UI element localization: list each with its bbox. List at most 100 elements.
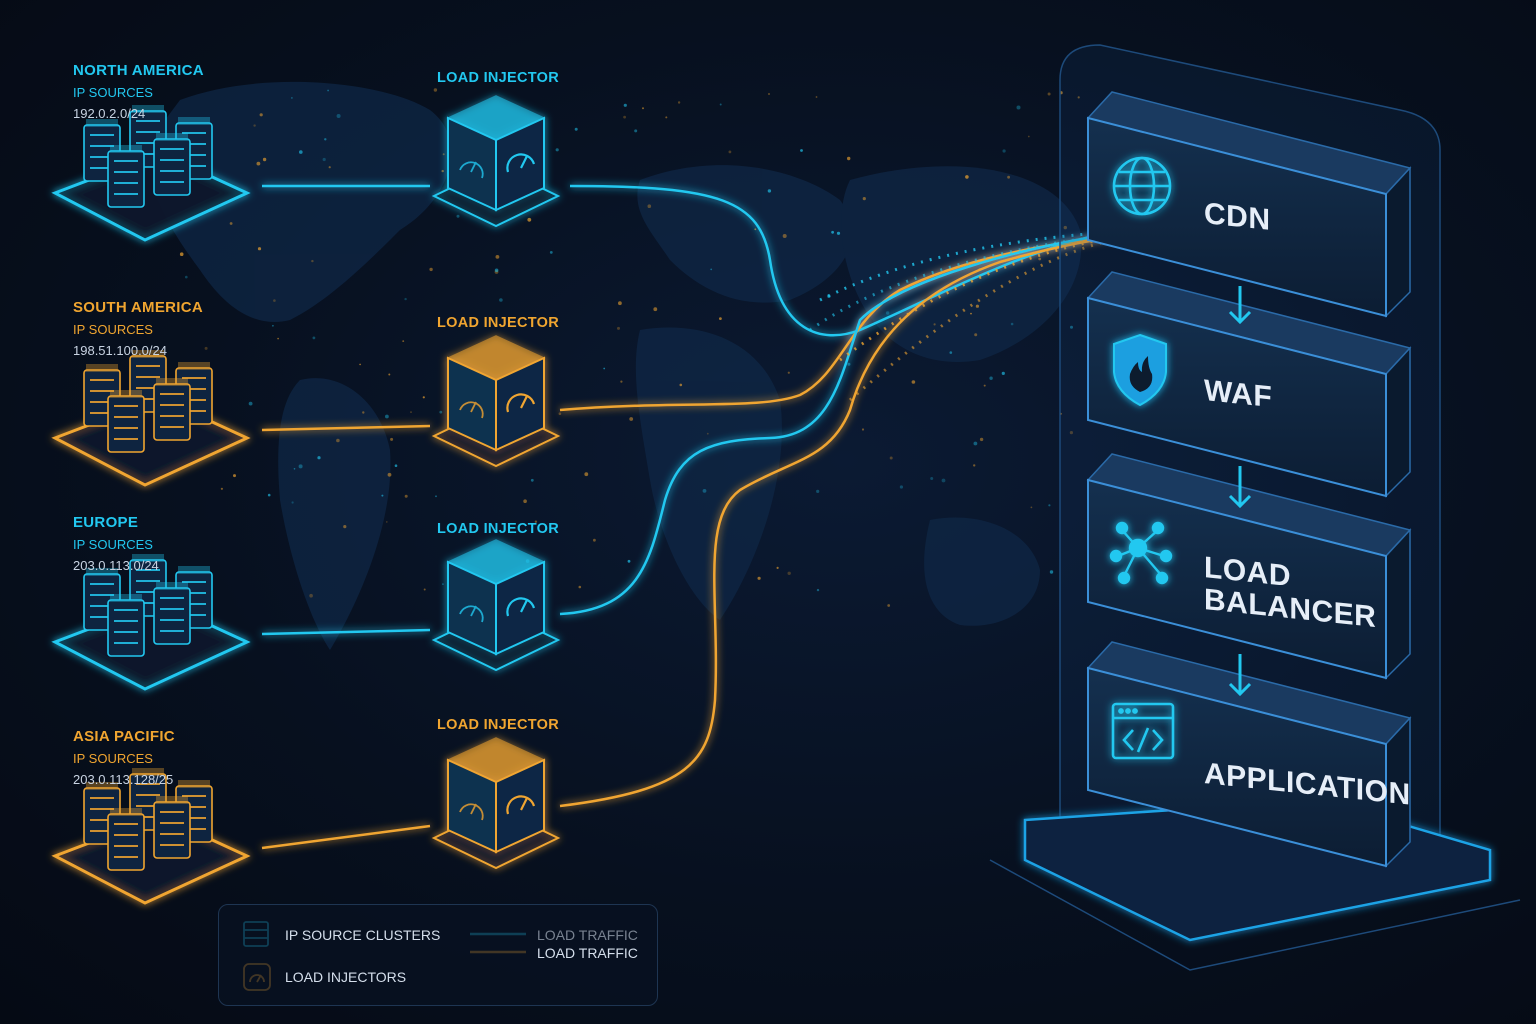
city-light-dot bbox=[816, 489, 820, 493]
gauge-icon bbox=[506, 393, 536, 413]
legend-clusters-label: IP SOURCE CLUSTERS bbox=[285, 927, 441, 943]
gauge-icon bbox=[459, 605, 484, 623]
city-light-dot bbox=[1038, 257, 1042, 261]
injector-cube-3 bbox=[431, 539, 561, 672]
link-sa-to-injector bbox=[261, 424, 431, 432]
city-light-dot bbox=[233, 474, 236, 478]
region-subtitle: IP SOURCES bbox=[73, 322, 153, 337]
city-light-dot bbox=[1049, 570, 1054, 574]
city-light-dot bbox=[1063, 225, 1068, 230]
city-light-dot bbox=[273, 299, 276, 302]
network-hub-icon bbox=[1109, 521, 1173, 585]
city-light-dot bbox=[702, 489, 707, 493]
city-light-dot bbox=[593, 538, 596, 542]
server-rack-icon bbox=[107, 594, 145, 657]
arrow-cdn-to-waf bbox=[1228, 286, 1252, 325]
city-light-dot bbox=[257, 247, 262, 251]
city-light-dot bbox=[574, 127, 578, 131]
city-light-dot bbox=[385, 414, 389, 419]
city-light-dot bbox=[889, 456, 893, 460]
city-light-dot bbox=[1077, 96, 1080, 99]
city-light-dot bbox=[277, 337, 279, 340]
globe-icon bbox=[1112, 156, 1172, 216]
city-light-dot bbox=[558, 412, 562, 416]
city-light-dot bbox=[719, 317, 722, 320]
city-light-dot bbox=[620, 380, 623, 383]
city-light-dot bbox=[1048, 504, 1051, 507]
city-light-dot bbox=[816, 588, 820, 592]
city-light-dot bbox=[941, 478, 946, 483]
injector-label-1: LOAD INJECTOR bbox=[436, 70, 560, 86]
city-light-dot bbox=[267, 493, 271, 497]
injector-label-2: LOAD INJECTOR bbox=[436, 315, 560, 331]
traffic-path-eu bbox=[559, 232, 1113, 616]
server-rack-icon bbox=[153, 133, 191, 196]
city-light-dot bbox=[973, 441, 978, 446]
city-light-dot bbox=[836, 231, 841, 235]
city-light-dot bbox=[311, 259, 314, 263]
city-light-dot bbox=[1030, 506, 1033, 509]
city-light-dot bbox=[979, 437, 984, 442]
server-cluster-4 bbox=[51, 768, 251, 905]
region-south-america: SOUTH AMERICA IP SOURCES 198.51.100.0/24 bbox=[73, 299, 203, 358]
injector-label-3: LOAD INJECTOR bbox=[436, 521, 560, 537]
city-light-dot bbox=[362, 411, 365, 414]
server-rack-icon bbox=[107, 145, 145, 208]
city-light-dot bbox=[647, 204, 652, 208]
city-light-dot bbox=[617, 326, 620, 330]
region-ip-range: 198.51.100.0/24 bbox=[73, 343, 167, 358]
server-rack-icon bbox=[153, 582, 191, 645]
city-light-dot bbox=[1002, 149, 1006, 153]
legend-traffic-label-1: LOAD TRAFFIC bbox=[537, 927, 638, 943]
arrow-waf-to-lb bbox=[1228, 466, 1252, 509]
city-light-dot bbox=[555, 148, 559, 152]
region-name: EUROPE bbox=[73, 514, 139, 531]
city-light-dot bbox=[782, 234, 787, 238]
city-light-dot bbox=[298, 464, 303, 469]
server-rack-icon bbox=[153, 796, 191, 859]
server-rack-icon bbox=[153, 378, 191, 441]
legend-injectors-label: LOAD INJECTORS bbox=[285, 969, 407, 985]
city-light-dot bbox=[381, 494, 384, 497]
region-ip-range: 203.0.113.0/24 bbox=[73, 558, 159, 573]
city-light-dot bbox=[259, 113, 263, 117]
city-light-dot bbox=[974, 333, 978, 337]
city-light-dot bbox=[800, 149, 803, 152]
stack-arrows bbox=[1228, 286, 1252, 697]
city-light-dot bbox=[768, 93, 770, 95]
city-light-dot bbox=[706, 432, 709, 435]
city-light-dot bbox=[618, 301, 622, 306]
arrow-lb-to-app bbox=[1228, 654, 1252, 697]
city-light-dot bbox=[728, 150, 732, 154]
region-ip-range: 192.0.2.0/24 bbox=[73, 106, 146, 121]
city-light-dot bbox=[989, 376, 993, 380]
city-light-dot bbox=[410, 411, 412, 413]
region-north-america: NORTH AMERICA IP SOURCES 192.0.2.0/24 bbox=[73, 62, 204, 121]
city-light-dot bbox=[815, 96, 818, 98]
city-light-dot bbox=[439, 410, 443, 414]
city-light-dot bbox=[388, 373, 391, 376]
city-light-dot bbox=[390, 437, 394, 441]
city-light-dot bbox=[499, 298, 503, 302]
city-light-dot bbox=[359, 363, 361, 366]
city-light-dot bbox=[930, 477, 934, 480]
city-light-dot bbox=[623, 103, 627, 107]
city-light-dot bbox=[1069, 431, 1073, 435]
city-light-dot bbox=[423, 588, 426, 591]
city-light-dot bbox=[386, 521, 388, 523]
server-cluster-1 bbox=[51, 105, 251, 242]
city-light-dot bbox=[754, 228, 757, 231]
city-light-dot bbox=[1010, 322, 1014, 326]
city-light-dot bbox=[324, 138, 327, 141]
city-light-dot bbox=[677, 101, 681, 104]
city-light-dot bbox=[204, 346, 208, 350]
city-light-dot bbox=[679, 383, 683, 387]
region-asia-pacific: ASIA PACIFIC IP SOURCES 203.0.113.128/25 bbox=[73, 728, 175, 787]
city-light-dot bbox=[530, 478, 534, 482]
city-light-dot bbox=[442, 153, 445, 156]
injector-cube-4 bbox=[431, 737, 561, 870]
city-light-dot bbox=[179, 252, 184, 256]
gauge-icon bbox=[459, 803, 484, 821]
injector-cube-1 bbox=[431, 95, 561, 228]
